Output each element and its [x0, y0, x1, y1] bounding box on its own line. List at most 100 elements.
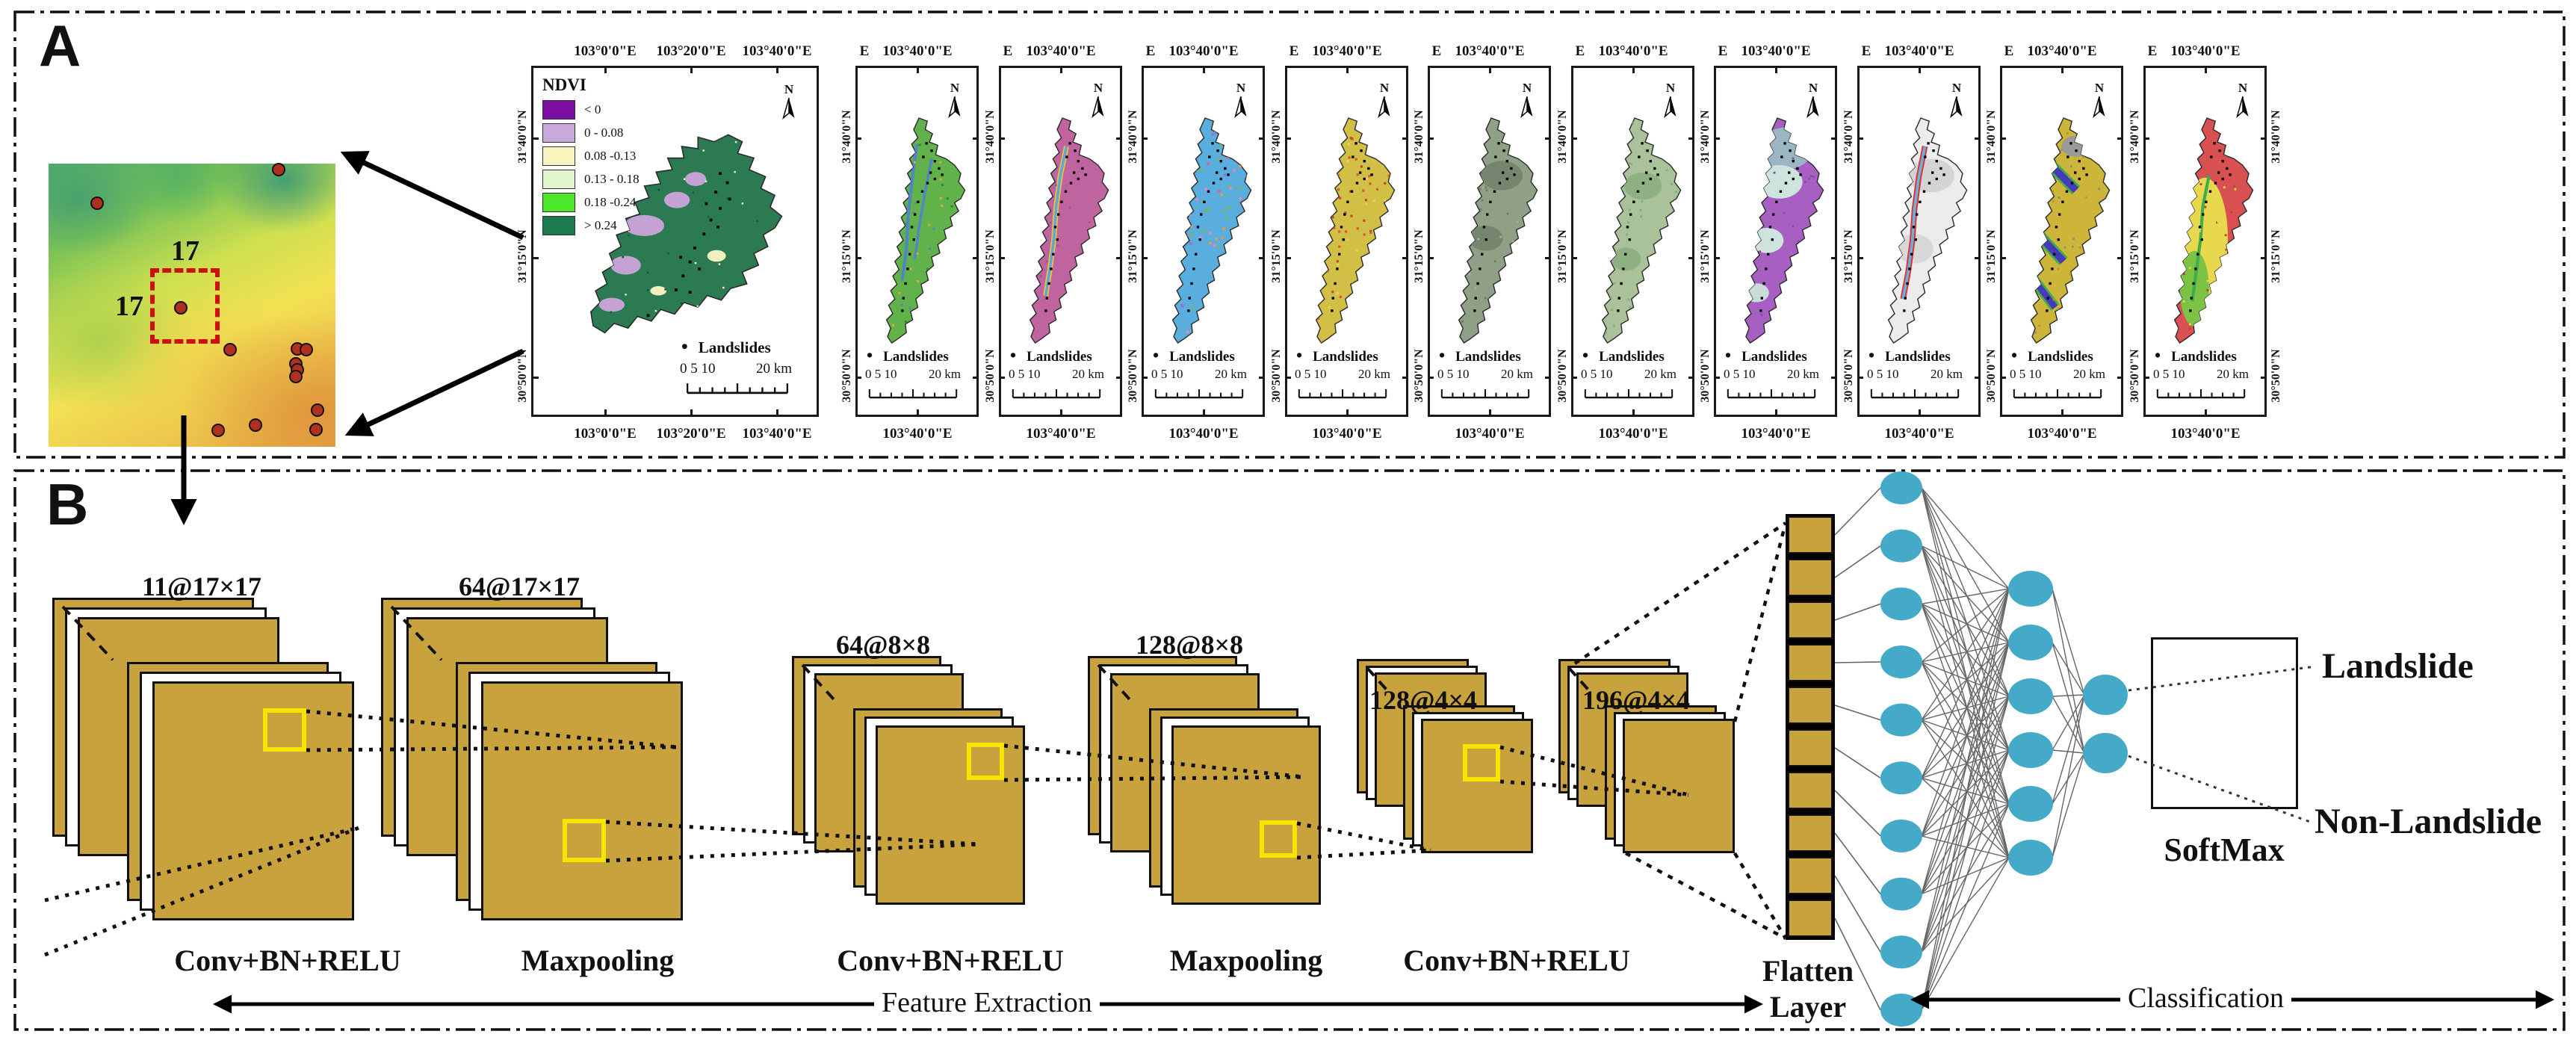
landslide-speckle: [1489, 200, 1492, 203]
lon-label-bottom: 103°40'0"E: [2170, 426, 2241, 442]
axis-tick: [2117, 137, 2123, 140]
conv-kernel-window: [563, 819, 606, 862]
axis-tick: [1857, 137, 1863, 140]
landslide-point: [272, 163, 285, 176]
axis-tick: [1688, 377, 1694, 379]
conv-kernel-window: [1463, 744, 1500, 781]
landslide-speckle: [1772, 213, 1775, 216]
lon-label-edge-partial: E: [1431, 43, 1442, 59]
landslide-speckle: [1190, 282, 1193, 285]
axis-tick: [1346, 409, 1349, 417]
landslide-speckle: [1904, 297, 1907, 300]
landslide-speckle: [705, 202, 708, 205]
landslide-dot-icon: •: [1010, 346, 1017, 365]
axis-tick: [1571, 257, 1577, 259]
landslide-point: [90, 196, 104, 210]
axis-tick: [1857, 257, 1863, 259]
landslide-speckle: [2213, 142, 2216, 145]
latitude-label: 30°50'0"N: [1699, 349, 1712, 403]
axis-tick: [1714, 377, 1720, 379]
edge-h1-h2: [1921, 696, 2010, 721]
scalebar-ruler: [686, 383, 789, 394]
landslide-speckle: [1346, 200, 1349, 203]
axis-tick: [2000, 377, 2006, 379]
north-letter: N: [1522, 81, 1532, 95]
axis-tick: [1975, 377, 1981, 379]
neuron-output: [2083, 675, 2128, 715]
axis-tick: [1116, 137, 1122, 140]
compass-icon: [1950, 96, 1963, 118]
landslide-speckle: [1342, 238, 1345, 241]
axis-tick: [1259, 137, 1265, 140]
scale-right: 20 km: [1358, 367, 1390, 381]
neuron-hidden2: [2008, 678, 2053, 714]
landslide-speckle: [1505, 177, 1508, 181]
axis-tick: [531, 257, 539, 259]
landslide-speckle: [698, 267, 701, 270]
edge-h1-h2: [1921, 642, 2010, 953]
landslide-speckle: [2057, 238, 2060, 241]
north-arrow: N: [1802, 81, 1824, 118]
north-letter: N: [2094, 81, 2105, 95]
axis-tick: [1632, 66, 1635, 73]
landslide-speckle: [2202, 213, 2205, 216]
north-arrow: N: [2232, 81, 2254, 118]
landslides-text: Landslides: [1313, 349, 1378, 365]
landslide-speckle: [1939, 167, 1942, 170]
edge-h1-h2: [1921, 642, 2010, 721]
flatten-cone: [1733, 852, 1787, 940]
landslide-speckle: [1207, 190, 1210, 193]
edge-h1-h2: [1921, 696, 2010, 953]
axis-tick: [2000, 257, 2006, 259]
latitude-label: 31°15'0"N: [1413, 229, 1425, 283]
landslide-speckle: [2065, 190, 2069, 193]
edge-flatten-h1: [1834, 832, 1881, 895]
lon-label-edge-partial: E: [2147, 43, 2158, 59]
landslide-speckle: [1479, 267, 1481, 270]
conv-kernel-window: [1260, 820, 1297, 858]
watershed-map: [2030, 117, 2111, 344]
landslide-speckle: [2049, 282, 2052, 285]
landslides-text: Landslides: [698, 338, 771, 356]
flatten-cell: [1788, 857, 1833, 894]
landslide-speckle: [938, 167, 941, 170]
landslide-speckle: [1928, 182, 1931, 185]
axis-tick: [1919, 66, 1921, 73]
landslide-speckle: [1624, 253, 1627, 256]
axis-tick: [1402, 257, 1408, 259]
stage-title-5: 128@4×4: [1369, 685, 1477, 715]
edge-h1-h2: [1921, 696, 2010, 837]
axis-tick: [604, 66, 607, 73]
latitude-label: 31°15'0"N: [1556, 229, 1569, 283]
landslide-point: [309, 423, 323, 436]
landslide-point: [289, 370, 303, 383]
axis-tick: [2261, 377, 2267, 379]
axis-tick: [999, 377, 1005, 379]
landslide-speckle: [1760, 297, 1763, 300]
compass-icon: [1520, 96, 1533, 118]
landslide-speckle: [1765, 267, 1768, 270]
landslide-speckle: [1334, 282, 1337, 285]
latitude-label: 30°50'0"N: [1842, 349, 1855, 403]
landslide-speckle: [1914, 238, 1917, 241]
axis-tick: [1714, 257, 1720, 259]
landslide-speckle: [725, 181, 729, 185]
landslide-speckle: [1780, 155, 1783, 158]
flatten-cell: [1788, 644, 1833, 681]
landslide-speckle: [1363, 160, 1366, 163]
class-label-landslide: Landslide: [2322, 646, 2474, 686]
landslides-text: Landslides: [1169, 349, 1235, 365]
axis-tick: [604, 409, 607, 417]
landslide-speckle: [2214, 182, 2217, 185]
flatten-label-line1: Flatten: [1762, 954, 1854, 988]
edge-h1-h2: [1921, 545, 2010, 589]
lon-label-top: 103°40'0"E: [1741, 43, 1811, 59]
edge-h1-h2: [1921, 642, 2010, 663]
landslide-speckle: [902, 297, 905, 300]
axis-tick: [2205, 409, 2207, 417]
neuron-hidden1: [1880, 819, 1922, 852]
scale-left: 0 5 10: [1581, 367, 1613, 381]
landslide-speckle: [1343, 213, 1346, 216]
